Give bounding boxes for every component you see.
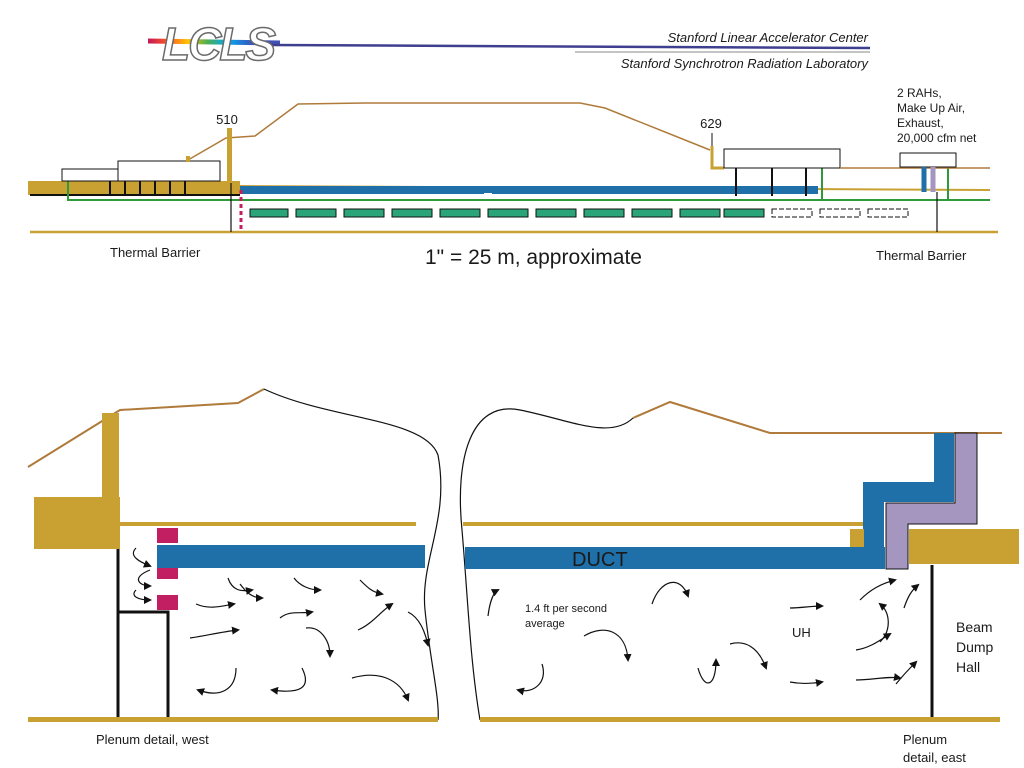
- org-line-ssrl: Stanford Synchrotron Radiation Laborator…: [621, 56, 870, 71]
- detail-east-duct-riser: [863, 433, 954, 569]
- east-caption-line-2: detail, east: [903, 750, 966, 765]
- east-hall-line-3: Hall: [956, 659, 980, 675]
- overview-west-building-small: [61, 168, 121, 182]
- overview-east-note: 2 RAHs, Make Up Air, Exhaust, 20,000 cfm…: [897, 86, 977, 145]
- label-scale-note: 1" = 25 m, approximate: [425, 246, 642, 269]
- flow-note-line-1: 1.4 ft per second: [525, 603, 607, 615]
- logo-text: LCLS: [162, 18, 276, 70]
- detail-west-block: [34, 497, 120, 549]
- detail-break-left: [263, 388, 442, 721]
- overview-terrain-line: [187, 102, 711, 161]
- header-rainbow-line: [147, 38, 281, 46]
- detail-airflow-arrows-east: [487, 577, 920, 696]
- overview-east-building: [723, 148, 841, 169]
- label-plenum-detail-west: Plenum detail, west: [96, 732, 209, 747]
- east-hall-line-1: Beam: [956, 619, 993, 635]
- overview-duct-gap: [484, 193, 492, 196]
- org-line-slac: Stanford Linear Accelerator Center: [668, 30, 869, 45]
- detail-west-plenum-box: [118, 610, 170, 717]
- detail-floor-east: [480, 717, 1000, 722]
- east-note-line-3: Exhaust,: [897, 116, 944, 130]
- label-building-510: 510: [216, 112, 238, 127]
- detail-break-right: [459, 408, 634, 721]
- detail-east-hall-label: Beam Dump Hall: [956, 619, 994, 675]
- detail-flow-note: 1.4 ft per second average: [525, 603, 607, 630]
- label-thermal-barrier-west: Thermal Barrier: [110, 245, 201, 260]
- detail-ceiling-east: [463, 522, 863, 526]
- east-hall-line-2: Dump: [956, 639, 994, 655]
- overview-west-slab: [28, 181, 240, 195]
- overview-629-stack: [710, 146, 724, 170]
- overview-section: 510 629: [28, 86, 998, 269]
- east-note-line-1: 2 RAHs,: [897, 86, 942, 100]
- detail-terrain-east: [632, 400, 1002, 434]
- overview-rah-building: [899, 152, 957, 168]
- overview-west-columns: [109, 181, 186, 195]
- overview-duct: [240, 186, 818, 194]
- overview-east-columns: [735, 168, 807, 196]
- label-thermal-barrier-east: Thermal Barrier: [876, 248, 967, 263]
- overview-green-pipe: [67, 181, 990, 201]
- detail-airflow-arrows-west: [189, 577, 431, 702]
- east-note-line-4: 20,000 cfm net: [897, 131, 977, 145]
- detail-east-slab-stub: [850, 529, 864, 547]
- detail-west-stack: [102, 413, 119, 523]
- detail-damper-bottom: [157, 595, 178, 610]
- detail-damper-top: [157, 528, 178, 543]
- label-duct: DUCT: [572, 549, 628, 571]
- flow-note-line-2: average: [525, 618, 565, 630]
- overview-west-building: [117, 160, 221, 182]
- detail-damper-mid: [157, 565, 178, 579]
- detail-terrain-west: [27, 388, 265, 468]
- overview-west-vent-stub: [186, 156, 190, 162]
- detail-east-block: [909, 529, 1019, 564]
- detail-ceiling-west: [119, 522, 416, 526]
- label-plenum-detail-east: Plenum detail, east: [903, 732, 966, 765]
- detail-duct-west: [157, 545, 425, 568]
- header: LCLS Stanford Linear Accelerator Center …: [147, 17, 871, 71]
- detail-east-exhaust-riser: [885, 432, 978, 570]
- detail-floor-west: [28, 717, 438, 722]
- label-building-629: 629: [700, 116, 722, 131]
- detail-west-plenum-arrows: [132, 547, 152, 604]
- detail-duct-east: [465, 547, 885, 569]
- label-uh: UH: [792, 625, 811, 640]
- overview-undulator-empty-slots: [771, 208, 909, 218]
- overview-undulator-segments: [249, 208, 765, 218]
- header-rule-top: [269, 43, 871, 50]
- overview-stack-510: [227, 128, 232, 183]
- detail-section: DUCT: [27, 388, 1019, 765]
- east-caption-line-1: Plenum: [903, 732, 947, 747]
- east-note-line-2: Make Up Air,: [897, 101, 965, 115]
